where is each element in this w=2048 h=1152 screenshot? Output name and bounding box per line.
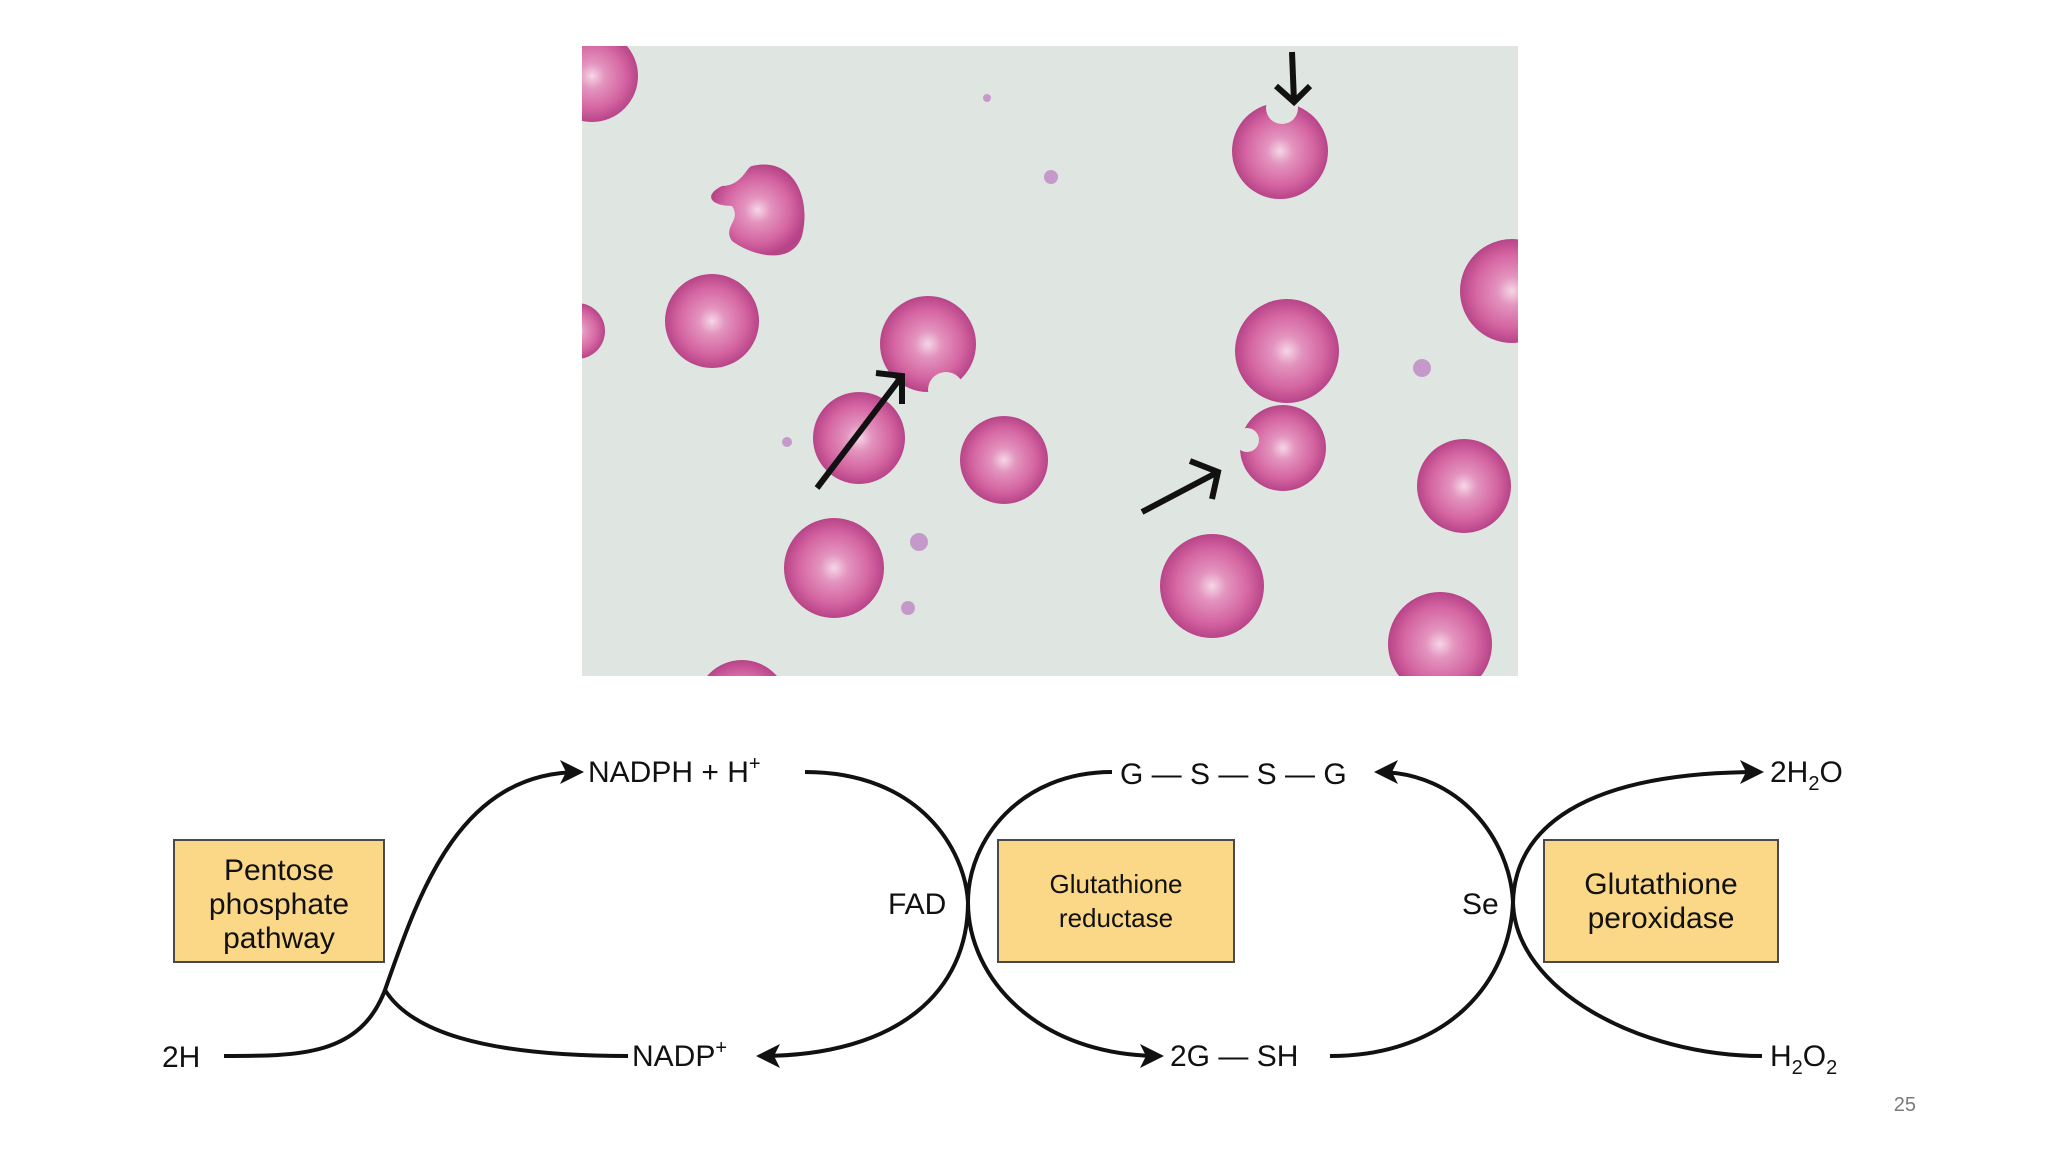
slide-number: 25 [1893, 1094, 1916, 1116]
ppp-box: Pentose phosphate pathway [173, 839, 385, 963]
rbc-cell [1160, 534, 1264, 638]
arrow-icon [1289, 51, 1297, 103]
gp-line-2: peroxidase [1588, 902, 1735, 935]
rbc-cell [960, 416, 1048, 504]
rbc-cell [1417, 439, 1511, 533]
bite-cell [880, 296, 976, 392]
arrow-icon [814, 374, 905, 490]
glutathione-pathway-diagram: Pentose phosphate pathway Glutathione re… [162, 753, 1843, 1079]
pathway-curves [223, 760, 1764, 1068]
gr-line-2: reductase [1059, 903, 1173, 933]
bite-cell [1240, 405, 1326, 491]
ppp-line-1: Pentose [224, 854, 334, 887]
gssg-label: G — S — S — G [1120, 758, 1347, 791]
annotation-arrows [814, 51, 1313, 515]
rbc-cell [1235, 299, 1339, 403]
se-label: Se [1462, 888, 1499, 921]
arrow-icon [1140, 469, 1220, 515]
rbc-fragment [711, 164, 805, 256]
water-label: 2H2O [1770, 756, 1843, 795]
rbc-cell [1460, 239, 1518, 343]
fad-label: FAD [888, 888, 946, 921]
two-h-label: 2H [162, 1041, 200, 1074]
rbc-cell [1388, 592, 1492, 676]
rbc-cell [665, 274, 759, 368]
gp-box: Glutathione peroxidase [1543, 839, 1779, 963]
peroxide-label: H2O2 [1770, 1040, 1837, 1079]
rbc-cell [582, 46, 638, 122]
rbc-cell [582, 303, 605, 359]
ppp-line-2: phosphate [209, 888, 349, 921]
nadp-label: NADP+ [632, 1037, 727, 1073]
rbc-micrograph [582, 46, 1518, 676]
red-blood-cells [582, 46, 1518, 676]
nadph-label: NADPH + H+ [588, 753, 761, 789]
ppp-line-3: pathway [223, 922, 335, 955]
gsh-label: 2G — SH [1170, 1040, 1298, 1073]
gr-line-1: Glutathione [1050, 869, 1183, 899]
bite-cell [1232, 103, 1328, 199]
rbc-cell [707, 660, 777, 676]
gp-line-1: Glutathione [1584, 868, 1737, 901]
rbc-cell [784, 518, 884, 618]
gr-box: Glutathione reductase [997, 839, 1235, 963]
